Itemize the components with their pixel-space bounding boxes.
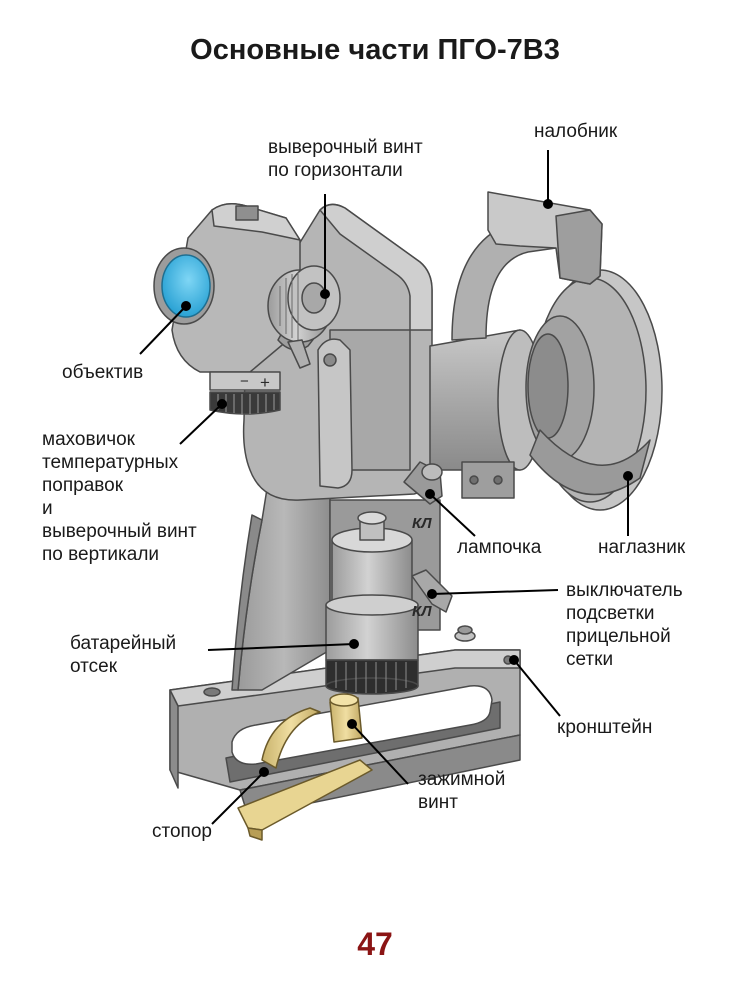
leader-dot-switch xyxy=(427,589,437,599)
label-line: выключатель xyxy=(566,580,683,601)
label-line: лампочка xyxy=(457,537,542,558)
label-line: и xyxy=(42,498,53,519)
label-vertical-screw-top: выверочный винт по горизонтали xyxy=(268,136,423,182)
eyecup xyxy=(525,269,663,511)
label-line: маховичок xyxy=(42,429,135,450)
objective-head xyxy=(153,203,301,415)
leader-lamp xyxy=(429,493,476,537)
label-lamp: лампочка xyxy=(457,536,541,559)
label-line: подсветки xyxy=(566,603,655,624)
label-bracket: кронштейн xyxy=(557,716,652,739)
horizontal-adjust-knob xyxy=(267,265,341,369)
label-line: наглазник xyxy=(598,537,686,558)
leader-objective xyxy=(139,305,187,355)
leader-battery xyxy=(207,643,355,651)
label-line: выверочный винт xyxy=(42,521,197,542)
label-line: отсек xyxy=(70,656,118,677)
label-stopper: стопор xyxy=(152,820,212,843)
leader-bracket xyxy=(513,659,561,717)
leader-clamp-screw xyxy=(351,723,409,785)
side-plate xyxy=(317,338,353,489)
label-line: сетки xyxy=(566,649,614,670)
browpad xyxy=(451,191,603,341)
label-battery: батарейный отсек xyxy=(70,632,176,678)
leader-dot-vertical-screw xyxy=(320,289,330,299)
leader-stopper xyxy=(211,771,265,825)
leader-dot-handwheel xyxy=(217,399,227,409)
label-switch: выключатель подсветки прицельной сетки xyxy=(566,579,683,671)
label-line: зажимной xyxy=(418,769,506,790)
label-browpad: налобник xyxy=(534,120,617,143)
leader-dot-browpad xyxy=(543,199,553,209)
page-number: 47 xyxy=(357,926,393,962)
leader-dot-clamp-screw xyxy=(347,719,357,729)
leader-dot-eyecup xyxy=(623,471,633,481)
plus-mark: + xyxy=(260,373,270,392)
label-line: кронштейн xyxy=(557,717,653,738)
label-line: винт xyxy=(418,792,458,813)
label-line: по вертикали xyxy=(42,544,160,565)
leader-handwheel xyxy=(179,403,223,445)
label-line: батарейный xyxy=(70,633,177,654)
leader-dot-lamp xyxy=(425,489,435,499)
label-line: поправок xyxy=(42,475,124,496)
label-clamp-screw: зажимной винт xyxy=(418,768,505,814)
label-line: стопор xyxy=(152,821,212,842)
rear-tube xyxy=(429,329,543,499)
label-line: выверочный винт xyxy=(268,137,423,158)
leader-dot-stopper xyxy=(259,767,269,777)
leader-dot-objective xyxy=(181,301,191,311)
label-handwheel: маховичок температурных поправок и вывер… xyxy=(42,428,197,566)
label-objective: объектив xyxy=(62,361,143,384)
page-title: Основные части ПГО-7В3 xyxy=(190,34,560,66)
label-line: налобник xyxy=(534,121,618,142)
label-line: объектив xyxy=(62,362,144,383)
leader-dot-bracket xyxy=(509,655,519,665)
label-eyecup: наглазник xyxy=(598,536,685,559)
kl-mark-lower: КЛ xyxy=(412,603,432,620)
grip xyxy=(231,469,331,691)
clamp-screw xyxy=(329,693,363,743)
label-line: прицельной xyxy=(566,626,671,647)
label-line: по горизонтали xyxy=(268,160,403,181)
stopper xyxy=(237,707,373,841)
leader-switch xyxy=(431,589,559,595)
label-line: температурных xyxy=(42,452,179,473)
kl-mark-upper: КЛ xyxy=(412,515,432,532)
body-marks: КЛ КЛ − + xyxy=(240,373,432,620)
leader-lines xyxy=(139,150,633,825)
battery-compartment xyxy=(325,511,419,695)
minus-mark: − xyxy=(240,373,249,390)
leader-dot-battery xyxy=(349,639,359,649)
